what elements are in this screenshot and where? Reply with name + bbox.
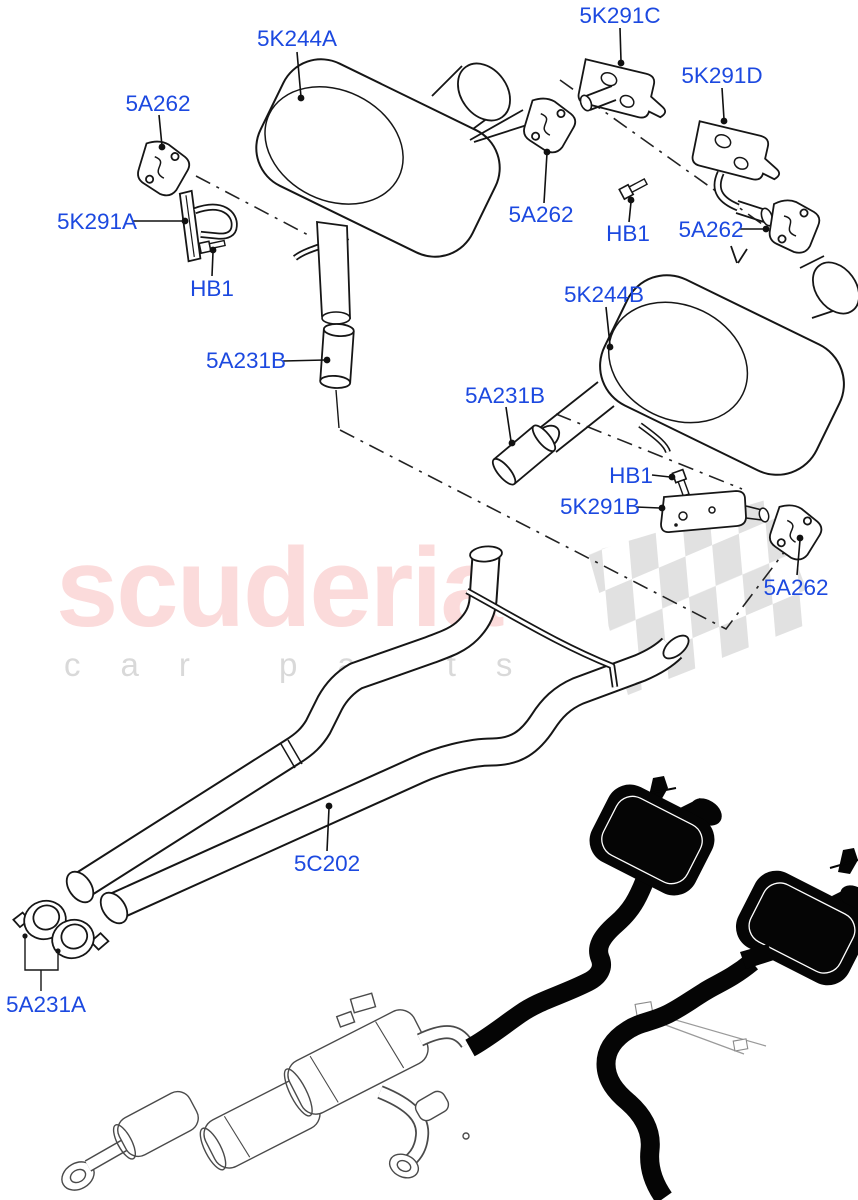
callout-5a262-right: 5A262	[678, 217, 743, 242]
callout-5a231b-left: 5A231B	[206, 348, 286, 373]
callout-5a231b-right: 5A231B	[465, 383, 545, 408]
hanger-isolator-5a262-bottom	[769, 504, 823, 561]
bolt-hb1-left	[198, 239, 226, 255]
callout-hb1-top: HB1	[606, 221, 650, 246]
bracket-5k291c-pin	[579, 85, 617, 112]
front-pipe-assembly	[65, 545, 690, 925]
callout-5k244a: 5K244A	[257, 26, 337, 51]
callout-hb1-bottom: HB1	[609, 463, 653, 488]
callout-5a262-bottom: 5A262	[763, 575, 828, 600]
watermark-subtitle: car parts	[64, 646, 552, 683]
hanger-isolator-5a262-right	[768, 199, 821, 254]
callout-labels: 5K244A 5A262 5K291A HB1 5K291C 5K291D 5A…	[6, 3, 829, 1017]
direction-arrow-right	[730, 245, 748, 264]
context-rear-system-silhouette	[465, 776, 858, 1200]
coupling-sleeve-5a231b-left	[319, 323, 355, 389]
bracket-5k291c	[577, 58, 667, 119]
callout-5k291a: 5K291A	[57, 209, 137, 234]
coupling-sleeve-5a231b-right	[491, 424, 557, 486]
context-front-system-outline	[61, 992, 473, 1191]
callout-5k291d: 5K291D	[681, 63, 762, 88]
callout-5a231a: 5A231A	[6, 992, 86, 1017]
rear-silencer-left-5k244a	[255, 58, 528, 429]
callout-5c202: 5C202	[294, 851, 360, 876]
direction-arrow-left	[469, 109, 528, 143]
bracket-5k291a	[178, 189, 238, 263]
callout-5k291b: 5K291B	[560, 494, 640, 519]
rear-silencer-right-5k244b	[491, 255, 858, 486]
bolt-hb1-top	[618, 178, 649, 201]
bolt-hb1-bottom	[671, 468, 690, 497]
callout-hb1-left: HB1	[190, 276, 234, 301]
hanger-isolator-5a262-middle	[523, 97, 577, 154]
checkered-flag-watermark	[588, 498, 818, 695]
callout-5k291c: 5K291C	[579, 3, 660, 28]
callout-leaders	[132, 27, 801, 852]
hanger-isolator-5a262-top-left	[137, 140, 191, 197]
callout-5k244b: 5K244B	[564, 282, 644, 307]
watermark-brand: scuderia	[56, 525, 503, 650]
bracket-5k291b	[660, 490, 770, 533]
callout-5a262-middle: 5A262	[508, 202, 573, 227]
clamp-pair-5a231a	[12, 899, 110, 991]
bracket-5k291d	[691, 120, 781, 212]
callout-dots	[158, 59, 804, 810]
callout-5a262-topleft: 5A262	[125, 91, 190, 116]
